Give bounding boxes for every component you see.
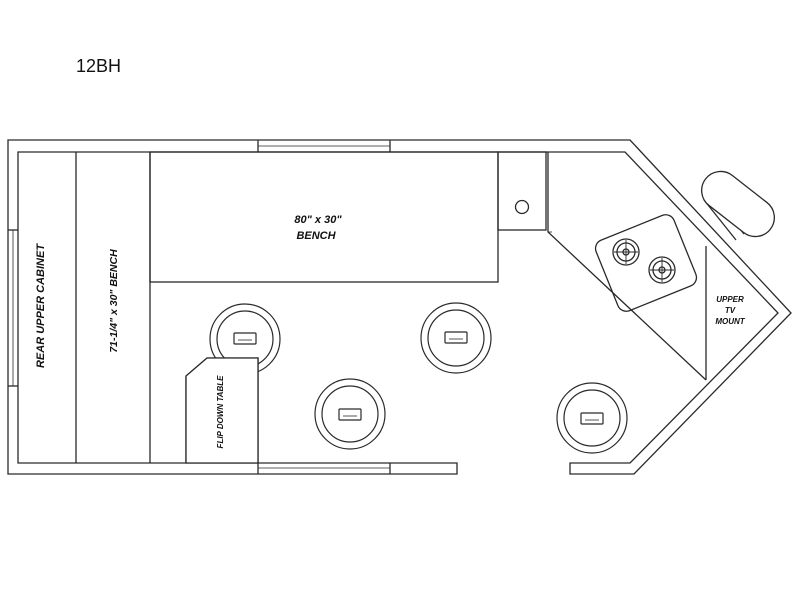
- side-bench-label: 71-1/4" x 30" BENCH: [108, 249, 120, 353]
- tv-mount-label-line2: TV: [725, 306, 736, 315]
- fishing-hole-icon: [556, 382, 628, 454]
- flip-down-table-label: FLIP DOWN TABLE: [216, 375, 225, 449]
- model-name: 12BH: [76, 56, 122, 76]
- fishing-hole-icon: [314, 378, 386, 450]
- exterior-appliance-icon: [701, 170, 775, 241]
- rear-cabinet-label: REAR UPPER CABINET: [35, 243, 47, 368]
- tv-mount-label-line3: MOUNT: [715, 317, 745, 326]
- top-bench-label-line1: 80" x 30": [294, 214, 342, 226]
- burner-icon: [648, 256, 676, 284]
- counter: [547, 152, 707, 381]
- sink-cabinet: [497, 151, 547, 231]
- top-bench-label-line2: BENCH: [296, 230, 336, 242]
- fishing-holes: [209, 302, 628, 454]
- fishing-hole-icon: [420, 302, 492, 374]
- stove: [594, 214, 698, 312]
- window-rear: [8, 229, 18, 387]
- window-bottom: [257, 463, 391, 474]
- sink-icon: [514, 199, 530, 215]
- tv-mount-label-line1: UPPER: [716, 295, 744, 304]
- outer-wall: [7, 139, 792, 475]
- window-top: [257, 140, 391, 152]
- burner-icon: [612, 238, 640, 266]
